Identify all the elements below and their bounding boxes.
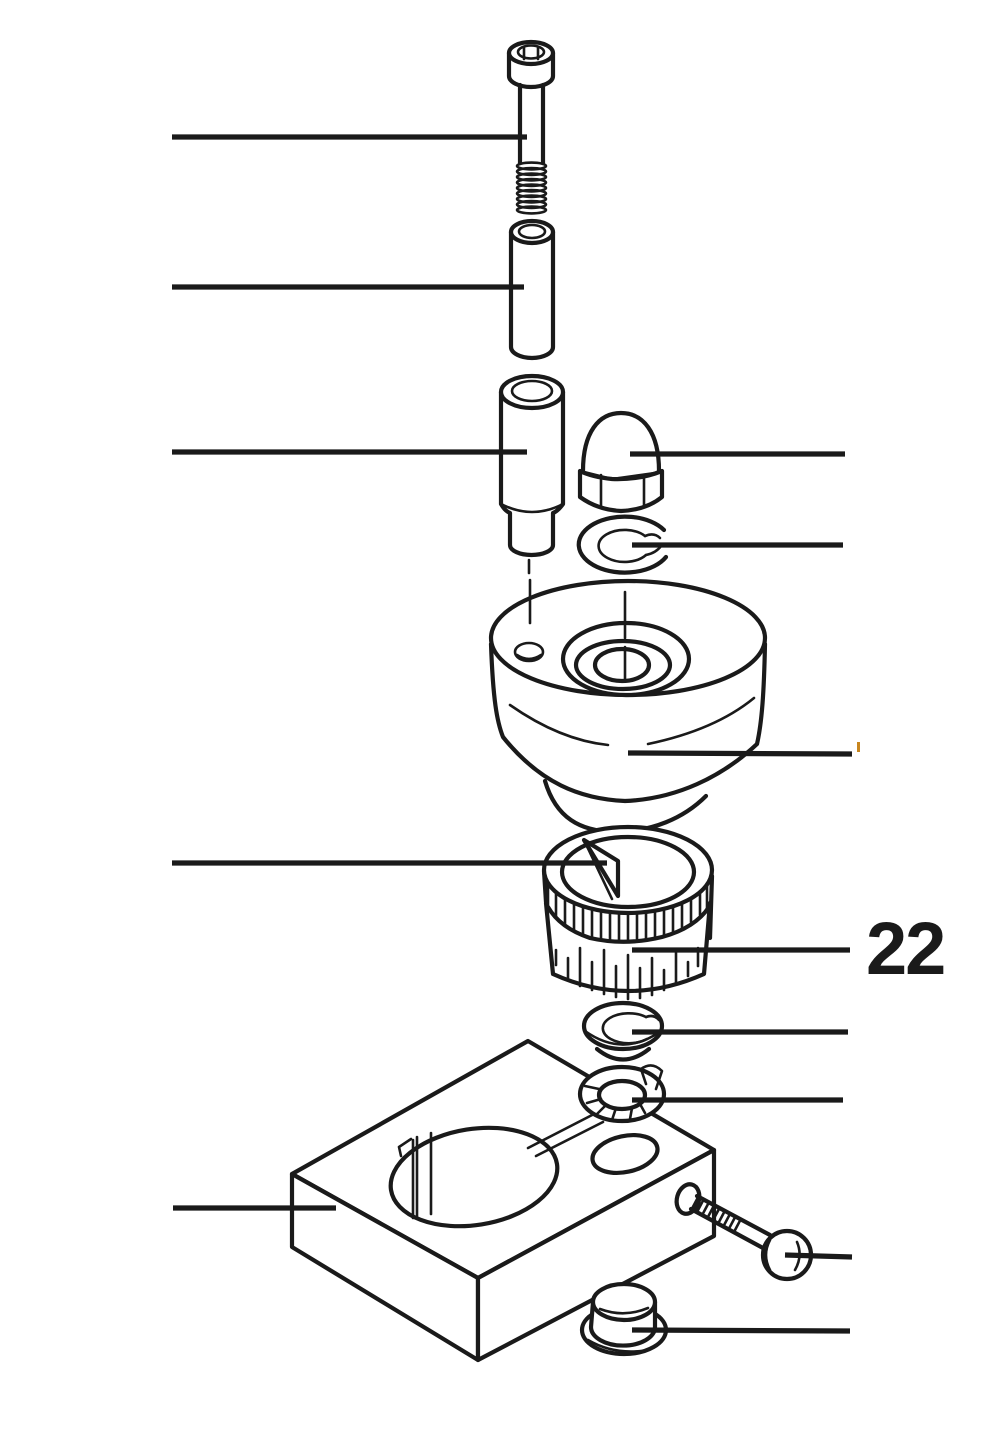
- cup-washer: [581, 1000, 665, 1062]
- leader-bolt: [784, 1252, 853, 1260]
- spacer-sleeve: [508, 218, 556, 361]
- adjusting-knob: [541, 824, 715, 1001]
- hub-ring-middle: [573, 638, 673, 692]
- flanged-cap: [579, 1281, 669, 1357]
- bore-keyway-lines: [397, 1131, 433, 1220]
- cap-nut: [577, 410, 665, 514]
- block-main-bore: [388, 1125, 560, 1229]
- leader-drum: [627, 750, 853, 757]
- knob-graduation-ticks: [554, 946, 700, 1001]
- leader-lines: [172, 134, 853, 1334]
- leader-cap: [631, 1327, 851, 1334]
- washer-teeth: [583, 1084, 647, 1122]
- socket-head-screw: [506, 39, 556, 215]
- pin-hole: [513, 641, 545, 663]
- bolt-threads: [690, 1195, 743, 1234]
- block-right-face: [475, 1147, 717, 1363]
- wedge-key: [581, 837, 621, 901]
- hub-bore: [592, 646, 652, 684]
- scan-artifact: [857, 742, 860, 752]
- knurl-ticks: [546, 879, 709, 944]
- part-number-label: 22: [866, 907, 944, 990]
- split-lock-washer: [576, 514, 669, 575]
- washer-tab: [639, 1064, 664, 1091]
- tab-lock-washer: [577, 1064, 667, 1124]
- pulley-drum: [488, 578, 768, 835]
- screw-threads: [515, 161, 548, 215]
- step-bushing: [498, 373, 566, 582]
- block-top-slot: [526, 1111, 605, 1158]
- block-oval-hole: [590, 1133, 660, 1175]
